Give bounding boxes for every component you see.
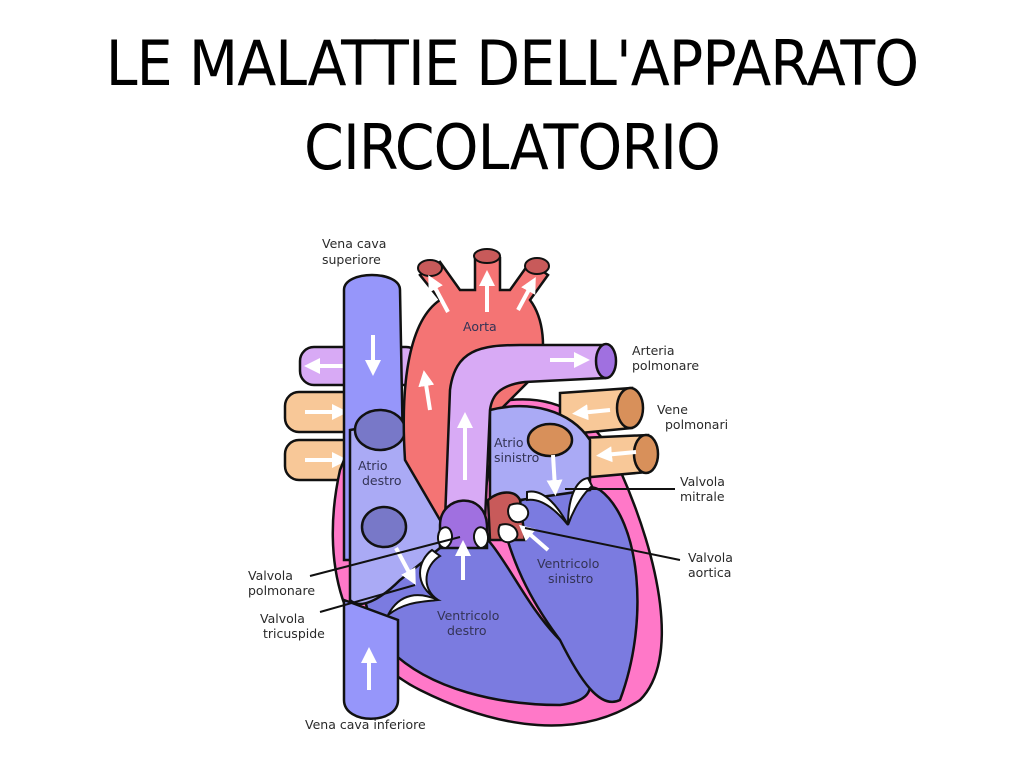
leader-lines (309, 488, 681, 613)
label-valvola-mitrale-2: mitrale (680, 489, 725, 504)
pulmonary-vein-opening (526, 422, 574, 458)
label-valvola-aortica-1: Valvola (688, 550, 733, 565)
inferior-vena-cava-opening (360, 505, 408, 549)
label-vena-cava-superiore-2: superiore (322, 252, 381, 267)
title-line-1: LE MALATTIE DELL'APPARATO (105, 27, 919, 100)
label-atrio-sinistro-2: sinistro (494, 450, 539, 465)
vena-cava-inferior (342, 598, 400, 720)
label-valvola-tricuspide-2: tricuspide (263, 626, 325, 641)
pulmonary-artery (443, 342, 618, 522)
label-vena-cava-superiore-1: Vena cava (322, 236, 386, 251)
aortic-valve (486, 491, 550, 552)
slide-title: LE MALATTIE DELL'APPARATO CIRCOLATORIO (41, 22, 983, 190)
label-valvola-polmonare-2: polmonare (248, 583, 315, 598)
label-aorta: Aorta (463, 319, 497, 334)
pulmonary-veins-left-side (558, 386, 660, 480)
label-ventricolo-sinistro-1: Ventricolo (537, 556, 599, 571)
label-atrio-destro-2: destro (362, 473, 402, 488)
label-ventricolo-sinistro-2: sinistro (548, 571, 593, 586)
label-atrio-sinistro-1: Atrio (494, 435, 524, 450)
label-valvola-mitrale-1: Valvola (680, 474, 725, 489)
pulmonary-valve (437, 499, 489, 580)
tricuspid-valve (387, 548, 442, 616)
superior-vena-cava-opening (353, 408, 407, 452)
label-valvola-polmonare-1: Valvola (248, 568, 293, 583)
label-vene-polmonari-1: Vene (657, 402, 688, 417)
label-ventricolo-destro-2: destro (447, 623, 487, 638)
label-arteria-polmonare-2: polmonare (632, 358, 699, 373)
label-ventricolo-destro-1: Ventricolo (437, 608, 499, 623)
label-atrio-destro-1: Atrio (358, 458, 388, 473)
title-line-2: CIRCOLATORIO (304, 111, 721, 184)
label-vene-polmonari-2: polmonari (665, 417, 728, 432)
label-valvola-aortica-2: aortica (688, 565, 731, 580)
label-valvola-tricuspide-1: Valvola (260, 611, 305, 626)
label-vena-cava-inferiore: Vena cava inferiore (305, 717, 426, 732)
label-arteria-polmonare-1: Arteria (632, 343, 675, 358)
